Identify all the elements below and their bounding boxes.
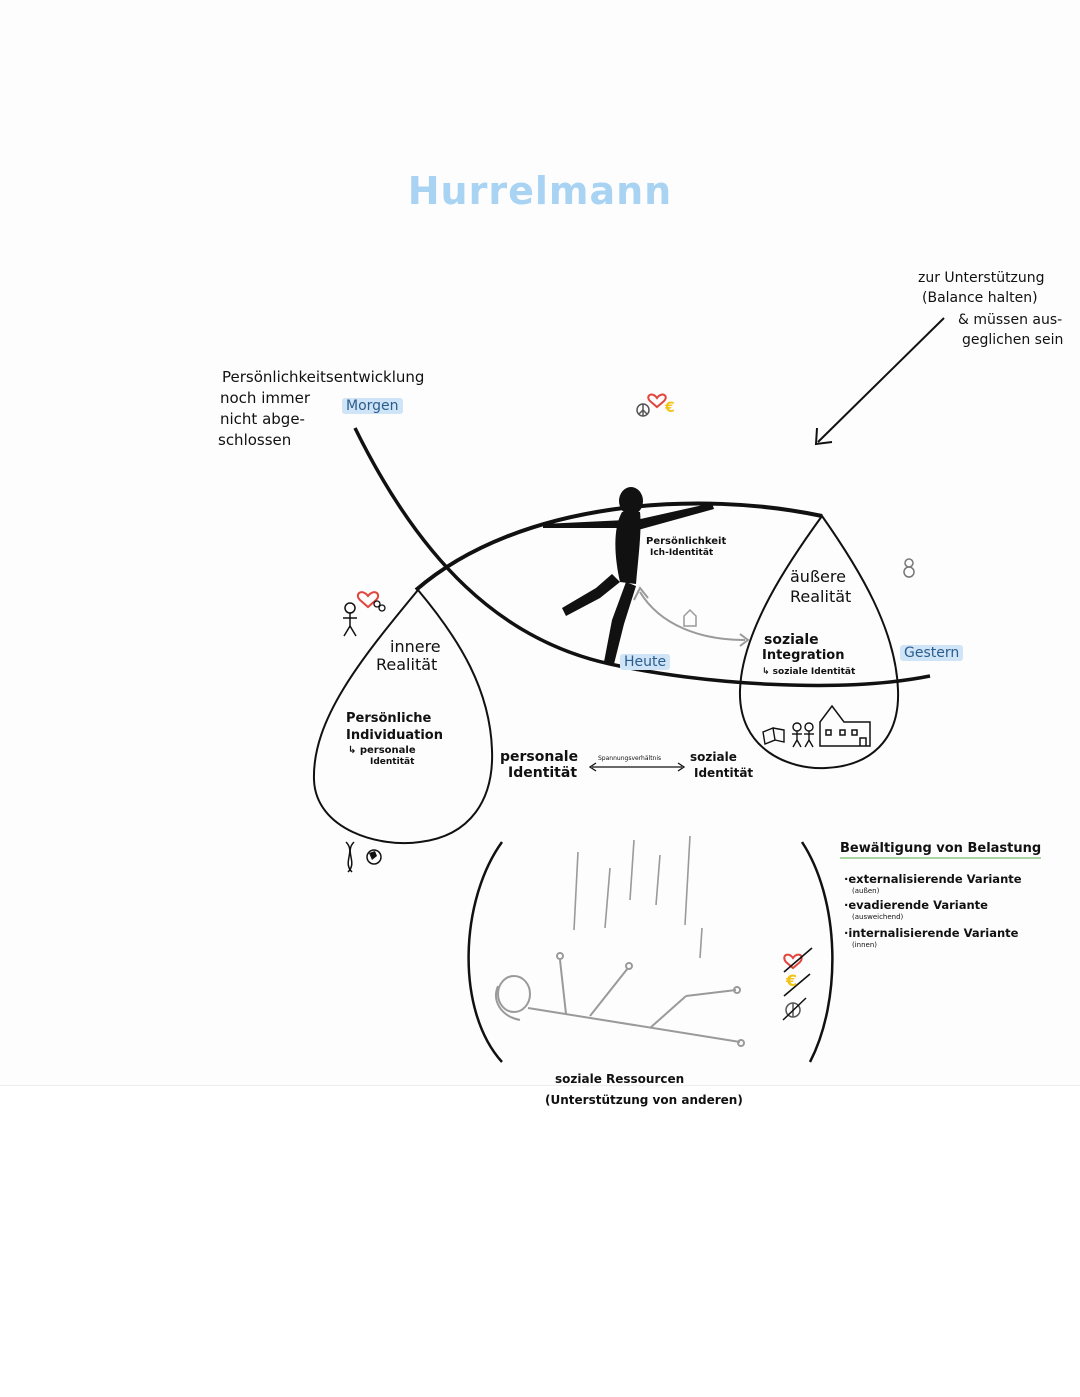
- identity-arrow: [639, 591, 746, 641]
- inner-reality-sub: Persönliche: [346, 711, 432, 726]
- inner-reality-sub: Identität: [370, 757, 415, 767]
- tension-middle: Spannungsverhältnis: [598, 755, 662, 762]
- peace-icon: [636, 403, 650, 417]
- lying-person-figure: [495, 952, 745, 1047]
- inner-reality-sub: Individuation: [346, 728, 443, 743]
- heart-icon-top: [647, 393, 667, 409]
- crossed-euro-icon: €: [786, 971, 798, 990]
- crossed-heart-icon: [783, 953, 803, 970]
- school-building-icon: [819, 704, 871, 747]
- inner-reality-title: Realität: [376, 655, 438, 674]
- coping-item-note: (ausweichend): [852, 913, 904, 921]
- outer-reality-title: äußere: [790, 567, 846, 586]
- development-note-line: Persönlichkeitsentwicklung: [222, 368, 425, 386]
- falling-burden-lines: [573, 835, 703, 959]
- support-note-line: zur Unterstützung: [918, 270, 1045, 286]
- tension-left: Identität: [508, 765, 578, 781]
- two-people-icon: [792, 722, 814, 748]
- development-note-line: nicht abge-: [220, 410, 305, 428]
- identity-arrow-head: [633, 586, 649, 601]
- snowman-icon: [903, 558, 915, 578]
- tension-right: soziale: [690, 750, 737, 764]
- support-arrow-head: [814, 427, 833, 446]
- small-house-icon: [683, 608, 697, 627]
- resources-title: soziale Ressourcen: [555, 1072, 685, 1086]
- outer-reality-drop: [738, 514, 900, 770]
- inner-reality-title: innere: [390, 637, 441, 656]
- identity-arrow-tail: [739, 633, 750, 647]
- resources-subtitle: (Unterstützung von anderen): [545, 1093, 743, 1107]
- outer-reality-sub: soziale: [764, 632, 819, 648]
- support-note-line: geglichen sein: [962, 332, 1064, 348]
- crossed-peace-icon: [782, 997, 807, 1021]
- coping-title: Bewältigung von Belastung: [840, 841, 1042, 859]
- resources-right-bracket: [800, 841, 834, 1063]
- tightrope-line: [353, 427, 931, 688]
- globe-icon: [366, 849, 382, 865]
- label-gestern: Gestern: [900, 645, 964, 662]
- heart-icon: [356, 591, 380, 609]
- outer-reality-title: Realität: [790, 587, 852, 606]
- balance-arc: [414, 501, 823, 592]
- outer-reality-sub: Integration: [762, 648, 845, 663]
- euro-icon: €: [665, 400, 675, 416]
- inner-reality-drop: [312, 588, 494, 845]
- diagram-title: Hurrelmann: [407, 169, 673, 213]
- coping-item: ·evadierende Variante: [844, 898, 988, 912]
- development-note-line: noch immer: [220, 389, 310, 407]
- support-note-line: (Balance halten): [922, 290, 1038, 306]
- outer-reality-sub: ↳ soziale Identität: [762, 667, 856, 677]
- support-arrow-line: [817, 317, 945, 443]
- rings-icon: [373, 600, 386, 612]
- tension-right: Identität: [694, 766, 754, 780]
- development-note-line: schlossen: [218, 431, 292, 449]
- label-heute: Heute: [620, 654, 671, 671]
- resources-left-bracket: [467, 841, 504, 1063]
- dna-icon: [345, 841, 355, 873]
- coping-item: ·externalisierende Variante: [844, 872, 1022, 886]
- coping-item-note: (innen): [852, 941, 878, 949]
- book-icon: [762, 727, 785, 745]
- support-note-line: & müssen aus-: [958, 312, 1063, 328]
- coping-item-note: (außen): [852, 887, 880, 895]
- coping-item: ·internalisierende Variante: [844, 926, 1019, 940]
- person-label-line2: Ich-Identität: [650, 548, 714, 558]
- paper-background: [0, 1085, 1080, 1086]
- inner-reality-sub: ↳ personale: [348, 745, 416, 756]
- tension-left: personale: [500, 749, 579, 765]
- tightrope-walker-figure: [543, 487, 714, 664]
- person-label-line1: Persönlichkeit: [646, 536, 727, 547]
- label-morgen: Morgen: [342, 398, 403, 415]
- stick-person-icon: [343, 602, 357, 637]
